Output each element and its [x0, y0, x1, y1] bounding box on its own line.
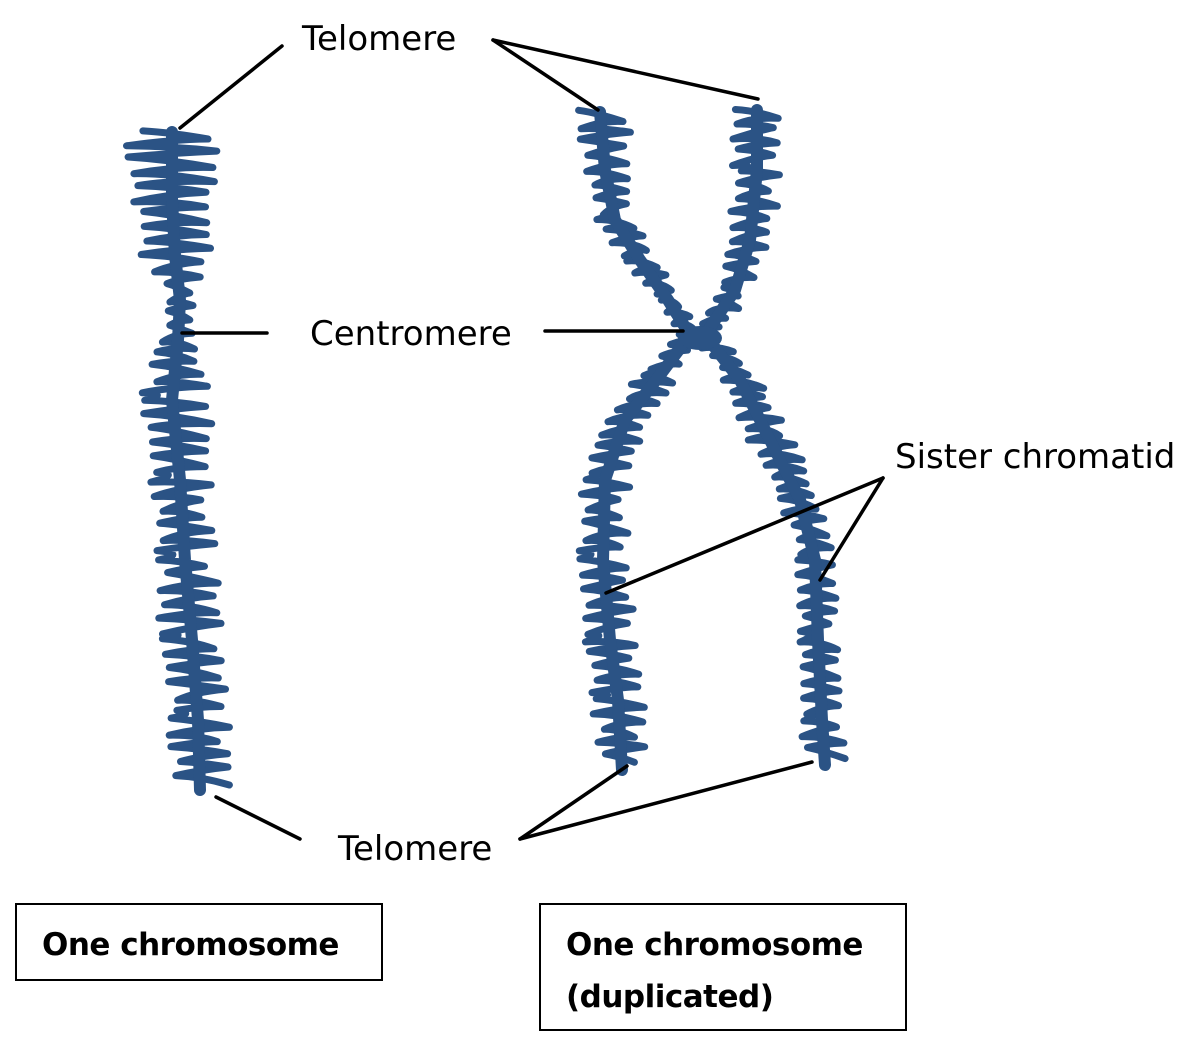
right-chromatid-strand — [693, 104, 849, 771]
leader-telomere-bottom-single — [214, 795, 302, 841]
centromere-knot — [678, 326, 722, 350]
label-centromere: Centromere — [310, 314, 512, 354]
leader-telomere-bottom-left-chromatid — [518, 764, 629, 841]
caption-duplicated-line2: (duplicated) — [566, 979, 774, 1015]
leader-sister-chromatid-right — [818, 476, 885, 582]
leader-telomere-top-left-chromatid — [491, 38, 600, 112]
chromatin-layer — [123, 104, 849, 796]
leader-telomere-top-right-chromatid — [491, 38, 760, 101]
leader-lines — [178, 38, 885, 841]
caption-duplicated-line1: One chromosome — [566, 927, 863, 963]
leader-sister-chromatid-left — [604, 476, 885, 595]
caption-single-chromosome: One chromosome — [42, 927, 339, 963]
single-chromosome-strand — [123, 126, 233, 796]
label-telomere-bottom: Telomere — [337, 829, 492, 869]
label-telomere-top: Telomere — [301, 19, 456, 59]
leader-telomere-bottom-right-chromatid — [518, 760, 814, 841]
leader-telomere-top-single — [178, 44, 284, 130]
left-chromatid-strand — [575, 106, 698, 776]
caption-box-single-chromosome: One chromosome — [15, 903, 383, 981]
label-sister-chromatid: Sister chromatid — [895, 437, 1175, 477]
caption-box-duplicated-chromosome: One chromosome (duplicated) — [539, 903, 907, 1031]
